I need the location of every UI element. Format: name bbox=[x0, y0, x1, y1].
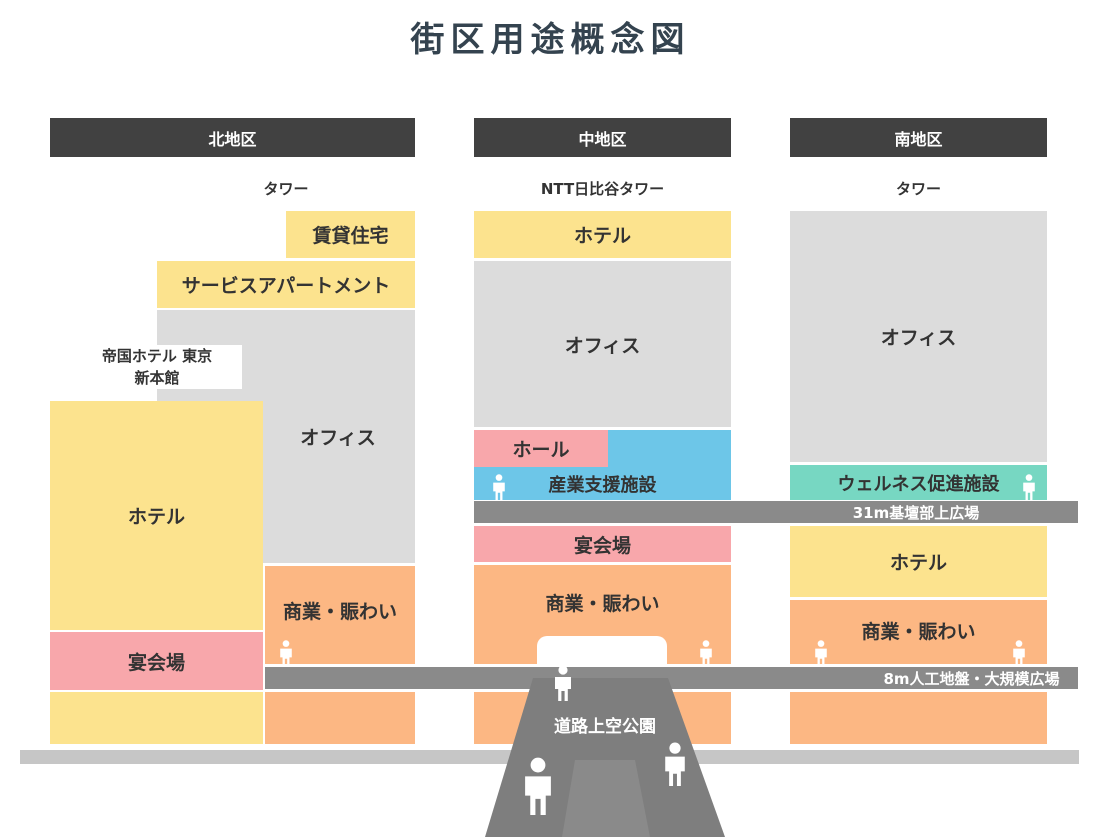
person-icon bbox=[525, 757, 551, 815]
north-serviced-apartment: サービスアパートメント bbox=[157, 261, 415, 308]
person-icon bbox=[700, 640, 712, 666]
person-icon bbox=[493, 474, 505, 500]
person-icon bbox=[1023, 474, 1035, 500]
center-banquet: 宴会場 bbox=[474, 526, 731, 562]
north-tower-label: タワー bbox=[263, 180, 309, 198]
imperial-hotel-label: 帝国ホテル 東京 新本館 bbox=[72, 345, 242, 389]
south-hotel: ホテル bbox=[790, 526, 1047, 597]
podium-31m-bar: 31m基壇部上広場 bbox=[474, 501, 1078, 523]
road-park-label: 道路上空公園 bbox=[554, 717, 656, 737]
person-icon bbox=[555, 665, 571, 701]
north-banquet: 宴会場 bbox=[50, 632, 263, 690]
south-tower-label: タワー bbox=[895, 180, 941, 198]
person-icon bbox=[280, 640, 292, 666]
person-icon bbox=[1013, 640, 1025, 666]
center-district-header: 中地区 bbox=[474, 118, 731, 157]
south-wellness: ウェルネス促進施設 bbox=[790, 465, 1047, 500]
south-commercial: 商業・賑わい bbox=[790, 600, 1047, 664]
person-icon bbox=[665, 742, 685, 786]
north-commercial: 商業・賑わい bbox=[265, 566, 415, 664]
deck-8m-bar: 8m人工地盤・大規模広場 bbox=[265, 667, 1078, 689]
center-commercial: 商業・賑わい bbox=[545, 592, 660, 615]
south-office: オフィス bbox=[790, 211, 1047, 462]
center-tower-label: NTT日比谷タワー bbox=[540, 180, 665, 198]
center-hotel: ホテル bbox=[474, 211, 731, 258]
center-industry-support: 産業支援施設 bbox=[548, 474, 657, 496]
center-office: オフィス bbox=[474, 261, 731, 427]
north-district-header: 北地区 bbox=[50, 118, 415, 157]
page-title: 街区用途概念図 bbox=[410, 20, 691, 60]
center-hall: ホール bbox=[474, 430, 608, 467]
south-commercial-base bbox=[790, 692, 1047, 744]
person-icon bbox=[815, 640, 827, 666]
north-rental-housing: 賃貸住宅 bbox=[286, 211, 415, 258]
center-passage-opening bbox=[537, 636, 667, 666]
north-commercial-base bbox=[265, 692, 415, 744]
north-hotel: ホテル bbox=[50, 401, 263, 630]
south-district-header: 南地区 bbox=[790, 118, 1047, 157]
road-park-shape bbox=[485, 678, 725, 837]
north-hotel-base bbox=[50, 692, 263, 744]
